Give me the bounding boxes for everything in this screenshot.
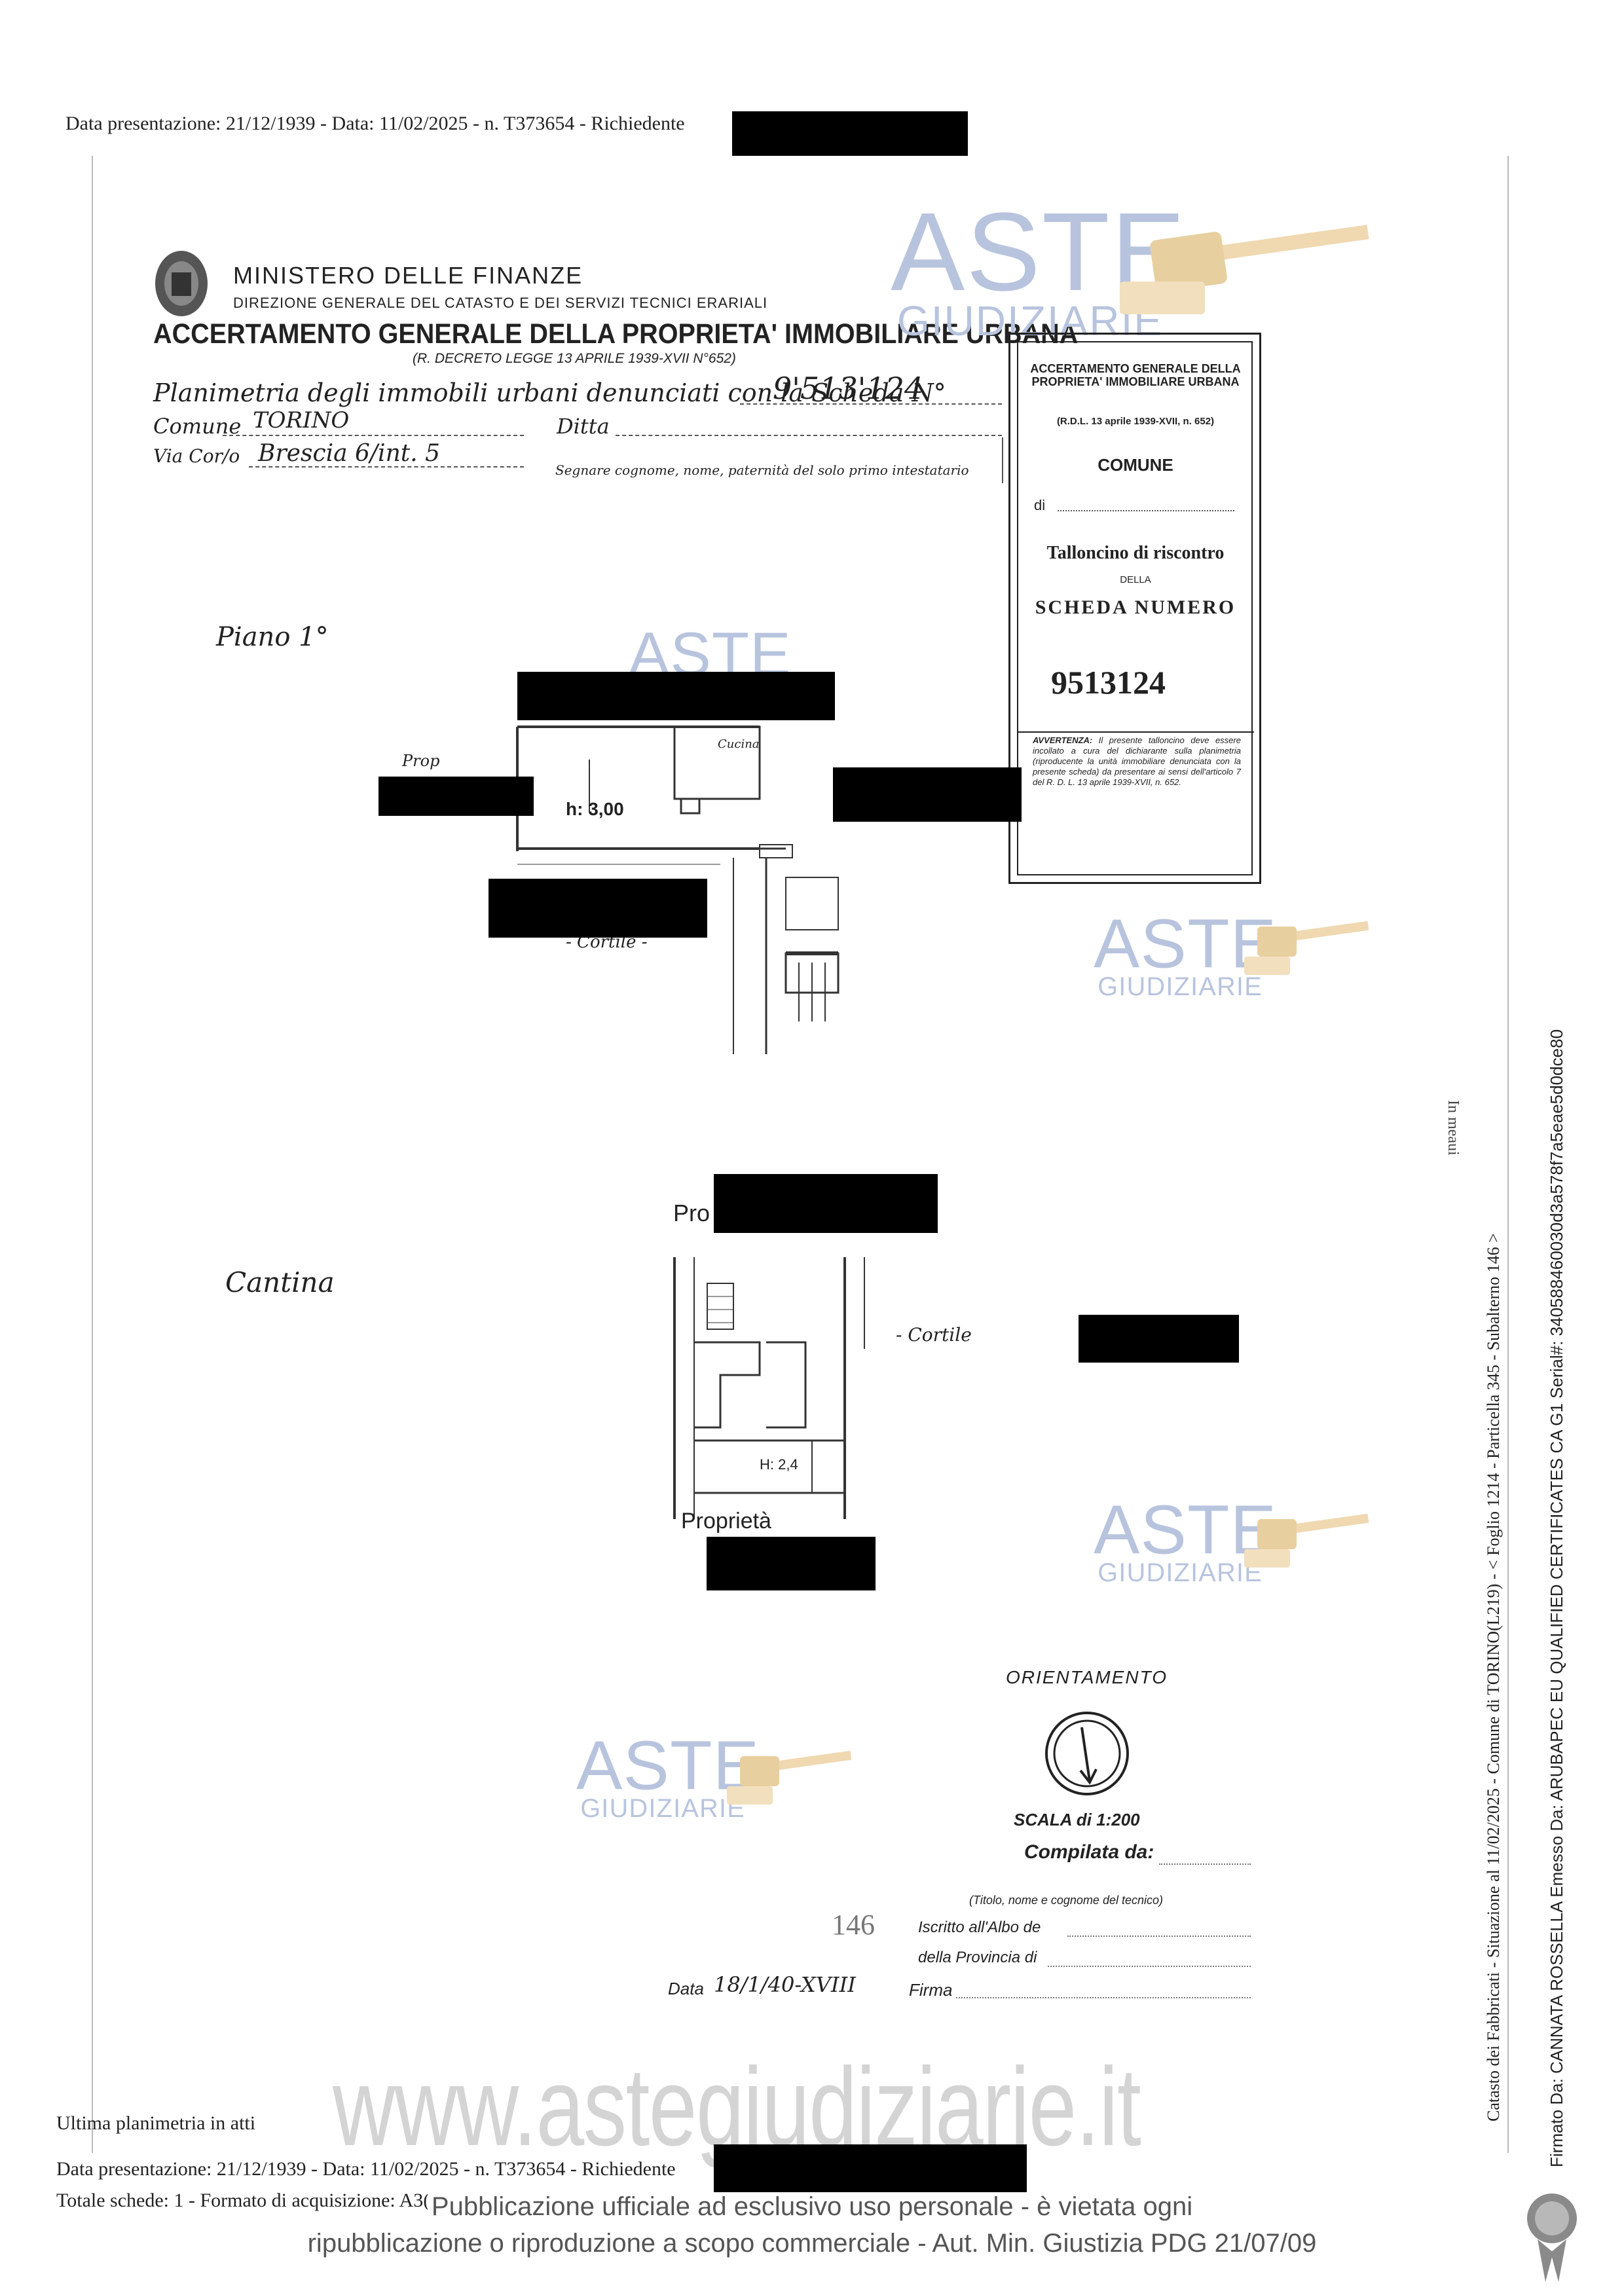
provincia-line <box>1048 1966 1251 1967</box>
scheda-number-handwritten: 9'513'124 <box>773 371 924 406</box>
talloncino-number: 9513124 <box>1051 664 1166 701</box>
scala-label: SCALA di 1:200 <box>1014 1810 1140 1829</box>
form-divider <box>1002 437 1003 483</box>
side-firmato-line: Firmato Da: CANNATA ROSSELLA Emesso Da: … <box>1547 1029 1566 2167</box>
via-label: Via Cor/o <box>153 445 240 467</box>
redaction-requester-bottom <box>714 2144 1027 2200</box>
redaction-plan-1 <box>517 672 835 720</box>
redaction-cantina-3 <box>707 1537 876 1590</box>
talloncino-box: ACCERTAMENTO GENERALE DELLA PROPRIETA' I… <box>1008 333 1261 884</box>
talloncino-header: ACCERTAMENTO GENERALE DELLA PROPRIETA' I… <box>1030 362 1241 388</box>
comune-value: TORINO <box>253 407 350 433</box>
compilata-label: Compilata da: <box>1024 1841 1154 1863</box>
titolo-note: (Titolo, nome e cognome del tecnico) <box>969 1894 1163 1907</box>
plan-cortile-lower: - Cortile <box>896 1324 972 1346</box>
data-label: Data <box>668 1979 704 1998</box>
compilata-line <box>1159 1864 1251 1865</box>
talloncino-di: di <box>1034 497 1046 513</box>
scheda-line <box>740 403 1002 405</box>
form-note: Segnare cognome, nome, paternità del sol… <box>555 462 969 478</box>
redaction-plan-2 <box>378 777 534 816</box>
floor-plan-cantina <box>673 1257 865 1519</box>
firma-label: Firma <box>909 1980 953 2000</box>
footer-ultima: Ultima planimetria in atti <box>56 2112 256 2134</box>
watermark-aste-top: ASTE GIUDIZIARIE <box>891 190 1187 344</box>
ministry-name: MINISTERO DELLE FINANZE <box>233 262 583 289</box>
talloncino-rdl: (R.D.L. 13 aprile 1939-XVII, n. 652) <box>1056 416 1215 427</box>
ministry-decree: (R. DECRETO LEGGE 13 APRILE 1939-XVII N°… <box>413 351 736 366</box>
seal-ribbon-icon <box>1527 2194 1577 2282</box>
floor-plan-upper <box>516 725 840 1054</box>
talloncino-scheda: SCHEDA NUMERO <box>1035 597 1236 618</box>
gavel-icon-right-lower <box>1244 1513 1369 1568</box>
via-line <box>249 466 524 468</box>
talloncino-comune: COMUNE <box>1098 455 1173 475</box>
plan-prop-label: Prop <box>402 752 440 770</box>
gavel-icon-right <box>1244 921 1369 975</box>
iscritto-line <box>1067 1936 1251 1937</box>
firma-line <box>956 1997 1251 1998</box>
ministry-title: ACCERTAMENTO GENERALE DELLA PROPRIETA' I… <box>153 318 1079 350</box>
num-146: 146 <box>832 1909 875 1941</box>
header-presentation-line: Data presentazione: 21/12/1939 - Data: 1… <box>65 113 685 134</box>
ministry-seal-icon <box>155 251 208 316</box>
ditta-label: Ditta <box>557 414 610 439</box>
gavel-icon-top <box>1120 225 1369 314</box>
talloncino-divider <box>1018 731 1254 733</box>
plan-cucina-label: Cucina <box>718 737 760 751</box>
plan-height-label: h: 3,00 <box>566 799 624 819</box>
footer-presentation-line: Data presentazione: 21/12/1939 - Data: 1… <box>56 2158 676 2180</box>
compass-icon <box>1045 1712 1129 1795</box>
provincia-label: della Provincia di <box>918 1949 1037 1966</box>
side-catasto-line: Catasto dei Fabbricati - Situazione al 1… <box>1484 1233 1503 2121</box>
comune-label: Comune <box>153 414 242 439</box>
data-value: 18/1/40-XVIII <box>714 1972 856 1997</box>
cantina-label: Cantina <box>225 1266 335 1298</box>
redaction-requester-top <box>732 111 968 156</box>
talloncino-avvertenza: AVVERTENZA: Il presente talloncino deve … <box>1033 735 1241 787</box>
plan-pro-label: Pro <box>673 1200 710 1226</box>
footer-disclaimer-2: ripubblicazione o riproduzione a scopo c… <box>307 2229 1317 2258</box>
sheet-frame <box>92 156 1509 2153</box>
comune-line <box>223 435 524 436</box>
plan-h-lower: H: 2,4 <box>760 1456 798 1473</box>
ministry-direction: DIREZIONE GENERALE DEL CATASTO E DEI SER… <box>233 295 768 311</box>
talloncino-di-line <box>1058 510 1234 511</box>
redaction-plan-4 <box>489 879 707 938</box>
iscritto-label: Iscritto all'Albo de <box>918 1919 1041 1936</box>
redaction-cantina-1 <box>714 1174 938 1233</box>
ditta-line <box>616 435 1002 436</box>
redaction-plan-3 <box>833 767 1022 822</box>
footer-disclaimer-1: Pubblicazione ufficiale ad esclusivo uso… <box>0 2192 1624 2222</box>
redaction-cantina-2 <box>1079 1315 1239 1363</box>
gavel-icon-lower <box>727 1750 852 1805</box>
side-in-meaui: In meaui <box>1445 1100 1462 1156</box>
planimetria-label: Planimetria degli immobili urbani denunc… <box>153 378 946 407</box>
piano-label: Piano 1° <box>216 622 329 652</box>
plan-proprieta-label: Proprietà <box>681 1509 771 1533</box>
talloncino-title: Talloncino di riscontro <box>1046 543 1225 563</box>
via-value: Brescia 6/int. 5 <box>258 440 441 467</box>
orientamento-label: ORIENTAMENTO <box>1006 1667 1168 1687</box>
talloncino-della: DELLA <box>1120 574 1151 585</box>
